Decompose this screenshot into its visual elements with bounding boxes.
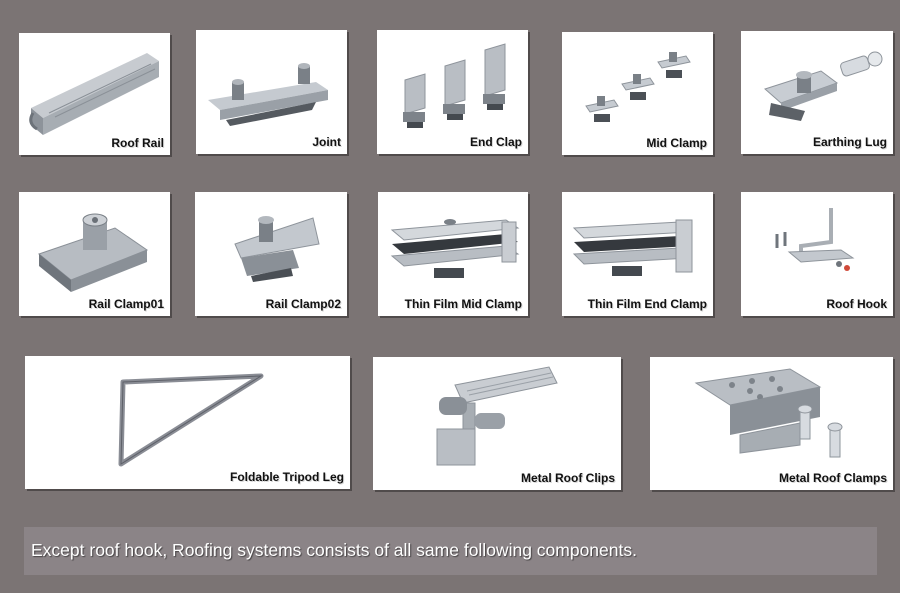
product-label: Joint xyxy=(312,135,341,149)
product-card-mid-clamp[interactable]: Mid Clamp xyxy=(562,32,713,155)
product-label: End Clap xyxy=(469,135,522,149)
product-card-roof-hook[interactable]: Roof Hook xyxy=(741,192,893,316)
end-clamp-icon xyxy=(403,43,506,128)
thin-film-mid-clamp-icon xyxy=(390,219,520,278)
product-card-foldable-tripod-leg[interactable]: Foldable Tripod Leg xyxy=(25,356,350,489)
caption-text: Except roof hook, Roofing systems consis… xyxy=(31,540,637,560)
product-card-end-clap[interactable]: End Clap xyxy=(377,30,528,154)
caption-bar: Except roof hook, Roofing systems consis… xyxy=(24,527,877,575)
product-label: Thin Film Mid Clamp xyxy=(404,297,522,311)
mid-clamp-icon xyxy=(585,52,691,122)
product-card-rail-clamp01[interactable]: Rail Clamp01 xyxy=(19,192,170,316)
rail-clamp01-icon xyxy=(37,213,149,292)
product-label: Rail Clamp01 xyxy=(88,297,164,311)
product-label: Earthing Lug xyxy=(813,135,887,149)
product-card-metal-roof-clamps[interactable]: Metal Roof Clamps xyxy=(650,357,893,490)
product-label: Thin Film End Clamp xyxy=(587,297,707,311)
product-label: Foldable Tripod Leg xyxy=(230,470,344,484)
product-label: Rail Clamp02 xyxy=(265,297,341,311)
product-card-metal-roof-clips[interactable]: Metal Roof Clips xyxy=(373,357,621,490)
product-card-thin-film-end-clamp[interactable]: Thin Film End Clamp xyxy=(562,192,713,316)
product-label: Roof Rail xyxy=(111,136,164,150)
product-card-earthing-lug[interactable]: Earthing Lug xyxy=(741,31,893,154)
joint-icon xyxy=(208,63,328,126)
product-label: Mid Clamp xyxy=(646,136,707,150)
product-label: Metal Roof Clips xyxy=(520,471,615,485)
thin-film-end-clamp-icon xyxy=(572,219,693,276)
product-label: Roof Hook xyxy=(826,297,887,311)
foldable-tripod-leg-icon xyxy=(118,373,264,467)
product-label: Metal Roof Clamps xyxy=(778,471,887,485)
earthing-lug-icon xyxy=(764,51,883,121)
product-card-rail-clamp02[interactable]: Rail Clamp02 xyxy=(195,192,347,316)
metal-roof-clips-icon xyxy=(436,366,558,466)
rail-clamp02-icon xyxy=(234,216,320,282)
product-card-joint[interactable]: Joint xyxy=(196,30,347,154)
product-card-roof-rail[interactable]: Roof Rail xyxy=(19,33,170,155)
roof-hook-icon xyxy=(775,208,855,271)
metal-roof-clamps-icon xyxy=(694,368,843,458)
product-card-thin-film-mid-clamp[interactable]: Thin Film Mid Clamp xyxy=(378,192,528,316)
roof-rail-icon xyxy=(29,53,159,135)
